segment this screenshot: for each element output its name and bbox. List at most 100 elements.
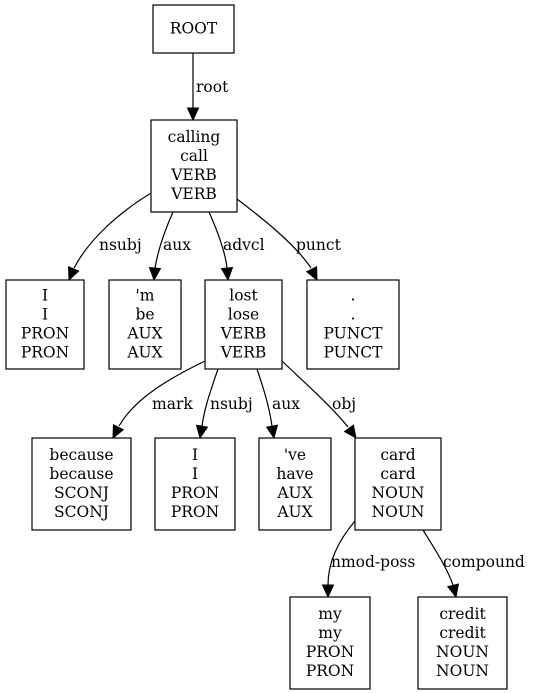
node-text-line: PUNCT — [324, 325, 384, 343]
edge-line — [327, 520, 356, 586]
edge-line — [236, 198, 312, 269]
edge-line — [256, 368, 273, 427]
node-text-line: AUX — [276, 484, 312, 502]
node-text-line: my — [318, 624, 342, 642]
node-text-line: SCONJ — [54, 503, 109, 521]
edge-label: advcl — [223, 236, 265, 254]
node-box — [258, 437, 332, 531]
node-text-line: have — [276, 465, 313, 483]
edge-label: compound — [443, 553, 525, 571]
arrowhead-icon — [148, 267, 162, 282]
node-text-line: credit — [439, 605, 486, 623]
node-box — [204, 279, 283, 370]
dependency-edge: nmod-poss — [321, 520, 415, 599]
node-box — [417, 596, 508, 690]
node-text-line: PUNCT — [324, 344, 384, 362]
node-text-line: VERB — [170, 185, 217, 203]
node-text-line: PRON — [21, 344, 69, 362]
edge-label: obj — [332, 395, 356, 413]
edge-line — [422, 529, 454, 586]
node-box — [150, 119, 238, 213]
edge-label: nsubj — [99, 236, 142, 254]
node-text-line: AUX — [276, 503, 312, 521]
node-text-line: I — [42, 306, 48, 324]
node-box — [306, 279, 400, 370]
edge-line — [201, 368, 219, 427]
node-text-line: AUX — [126, 325, 162, 343]
arrowhead-icon — [195, 424, 209, 440]
node-text-line: PRON — [171, 484, 219, 502]
node-text-line: AUX — [126, 344, 162, 362]
node-text-line: I — [192, 465, 198, 483]
edge-line — [154, 211, 174, 269]
node-box — [154, 437, 236, 531]
node-box — [31, 437, 132, 531]
node-box — [354, 437, 442, 531]
edge-label: nmod-poss — [331, 553, 415, 571]
node-text-line: call — [180, 147, 208, 165]
node-text-line: PRON — [306, 662, 354, 680]
edge-line — [281, 360, 349, 428]
edge-line — [73, 192, 152, 269]
arrowhead-icon — [112, 424, 125, 440]
edge-line — [208, 211, 228, 269]
node-text-line: because — [49, 465, 113, 483]
node-text-line: VERB — [220, 344, 267, 362]
node-text-line: PRON — [171, 503, 219, 521]
arrowhead-icon — [68, 266, 80, 282]
dependency-edge: advcl — [208, 211, 265, 282]
edge-label: root — [196, 78, 229, 96]
node-text-line: lost — [229, 287, 258, 305]
node-text-line: NOUN — [436, 662, 489, 680]
node-text-line: I — [192, 446, 198, 464]
node-text-line: 'm — [136, 287, 155, 305]
node-text-line: lose — [228, 306, 259, 324]
node-text-line: . — [351, 306, 356, 324]
edge-label: nsubj — [210, 395, 253, 413]
node-text-line: SCONJ — [54, 484, 109, 502]
arrowhead-icon — [321, 584, 335, 599]
node-text-line: card — [380, 465, 415, 483]
node-text-line: . — [351, 287, 356, 305]
edge-label: aux — [163, 236, 191, 254]
dependency-edge: nsubj — [195, 368, 253, 440]
dependency-edge: root — [186, 53, 229, 122]
node-text-line: card — [380, 446, 415, 464]
node-box — [152, 4, 235, 54]
dependency-edge: mark — [112, 360, 206, 440]
edge-label: aux — [272, 395, 300, 413]
dependency-edge: aux — [256, 368, 300, 440]
node-text-line: I — [42, 287, 48, 305]
dependency-edge: compound — [422, 529, 525, 599]
dependency-edge: aux — [148, 211, 191, 282]
arrowhead-icon — [220, 267, 234, 282]
dependency-edge: punct — [236, 198, 342, 282]
node-box — [5, 279, 85, 370]
node-text-line: PRON — [21, 325, 69, 343]
node-text-line: VERB — [220, 325, 267, 343]
node-text-line: my — [318, 605, 342, 623]
edge-label: mark — [152, 395, 193, 413]
node-text-line: credit — [439, 624, 486, 642]
node-text-line: NOUN — [436, 643, 489, 661]
node-text-line: 've — [284, 446, 306, 464]
node-text-line: because — [49, 446, 113, 464]
arrowhead-icon — [305, 266, 318, 282]
edge-label: punct — [296, 236, 342, 254]
node-text-line: calling — [168, 128, 221, 146]
arrowhead-icon — [265, 424, 279, 440]
nodes-layer: ROOTcallingcallVERBVERBIIPRONPRON'mbeAUX… — [5, 4, 508, 690]
edge-line — [118, 360, 206, 427]
node-text-line: NOUN — [372, 484, 425, 502]
node-text-line: VERB — [170, 166, 217, 184]
